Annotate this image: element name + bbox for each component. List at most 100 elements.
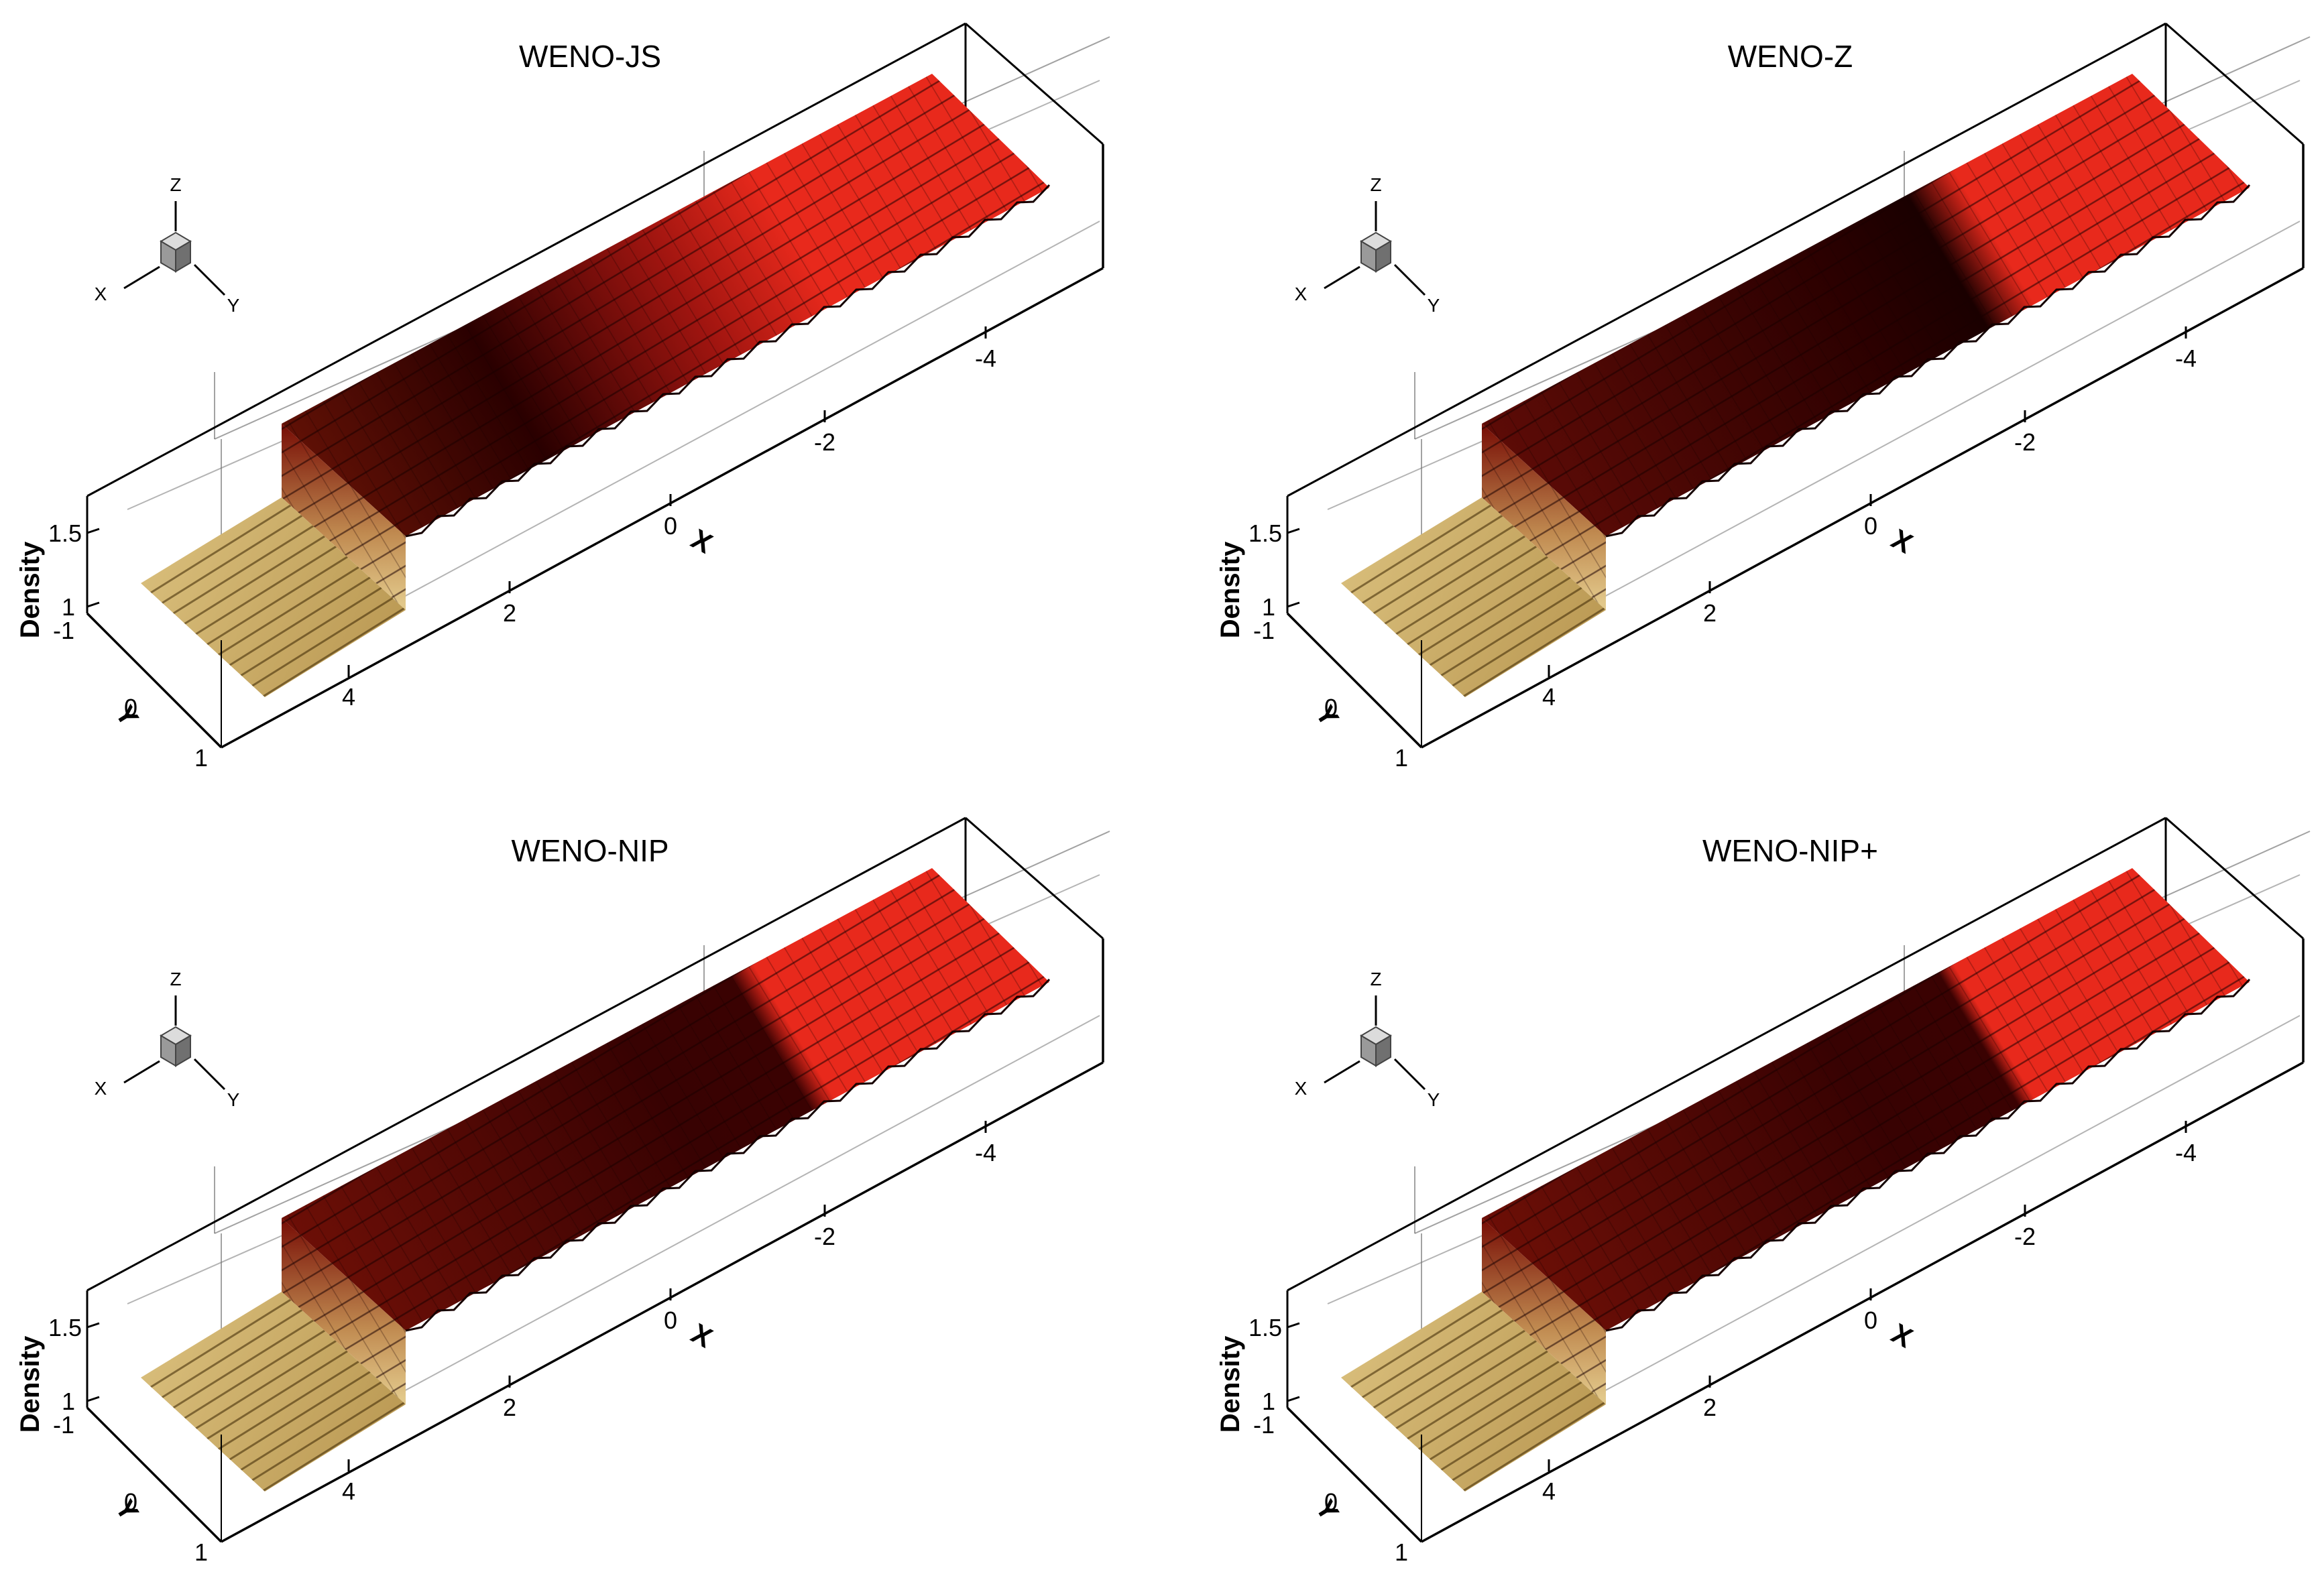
y-tick-label: 0 — [1324, 694, 1338, 721]
x-tick-label: 4 — [342, 683, 355, 711]
z-axis-label: Density — [15, 541, 45, 638]
triad-cube-right — [1375, 240, 1391, 273]
panel-title: WENO-JS — [519, 39, 661, 74]
x-tick-label: 4 — [342, 1477, 355, 1505]
z-tick — [86, 528, 100, 534]
low-density-mesh — [1341, 1292, 1606, 1492]
z-tick — [86, 1396, 100, 1402]
x-tick-label: -4 — [975, 345, 996, 372]
z-tick — [1287, 1396, 1300, 1402]
y-tick-label: 1 — [1395, 744, 1408, 772]
low-density-mesh — [1341, 497, 1606, 697]
z-tick — [1287, 1322, 1300, 1329]
box-edge — [221, 1061, 1104, 1543]
triad-cube-right — [1375, 1034, 1391, 1067]
triad-y-label: Y — [1428, 295, 1440, 316]
low-density-mesh — [141, 497, 406, 697]
panel-title: WENO-NIP+ — [1702, 833, 1878, 868]
triad-x-axis — [1324, 265, 1360, 290]
x-tick-label: 2 — [503, 1394, 516, 1421]
panel-title: WENO-NIP — [511, 833, 669, 868]
y-axis-label: Y — [109, 1495, 144, 1526]
box-edge — [1421, 267, 2304, 749]
z-tick — [86, 1322, 100, 1329]
orientation-triad: Z X Y — [1295, 174, 1440, 316]
box-edge — [965, 22, 1104, 145]
low-density-mesh — [141, 1292, 406, 1492]
panel-title: WENO-Z — [1728, 39, 1853, 74]
plateau-front-edge — [405, 978, 1051, 1332]
shock-wall-mesh — [282, 1218, 406, 1404]
orientation-triad: ZXY — [1295, 969, 1440, 1110]
plateau-mesh — [1482, 868, 2250, 1331]
y-tick-label: -1 — [53, 617, 74, 644]
x-axis-label: X — [686, 523, 717, 560]
x-tick-label: -2 — [814, 1223, 835, 1250]
y-axis-label: Y — [1310, 701, 1344, 731]
box-edge — [86, 816, 966, 1292]
y-tick-label: 0 — [124, 694, 137, 721]
x-tick-label: 2 — [503, 599, 516, 627]
y-tick-label: 0 — [1324, 1488, 1338, 1516]
x-tick-label: 2 — [1703, 599, 1717, 627]
triad-y-axis — [193, 1058, 226, 1091]
grid-line — [1585, 221, 2301, 607]
y-tick-label: 1 — [194, 1538, 208, 1566]
x-tick-label: 0 — [664, 1306, 677, 1334]
triad-y-axis — [193, 263, 226, 296]
triad-x-axis — [1324, 1060, 1360, 1084]
z-tick-label: 1.5 — [1248, 1314, 1282, 1341]
triad-y-axis — [1393, 263, 1426, 296]
z-tick-label: 1 — [62, 593, 75, 621]
x-axis-label: X — [1886, 1317, 1918, 1354]
triad-z-label: Z — [1370, 969, 1381, 989]
triad-z-label: Z — [170, 174, 181, 195]
orientation-triad: Z X Y — [95, 969, 240, 1110]
plateau-front-edge — [405, 184, 1051, 538]
triad-x-axis — [123, 1060, 160, 1084]
orientation-triad: ZXY — [95, 174, 240, 316]
plateau-mesh — [282, 74, 1049, 536]
y-tick-label: -1 — [1253, 617, 1275, 644]
x-tick-label: 0 — [1864, 1306, 1877, 1334]
plateau-mesh — [1482, 74, 2250, 536]
x-tick-label: 0 — [664, 512, 677, 540]
grid-line — [1585, 1015, 2301, 1402]
x-axis-label: X — [686, 1317, 717, 1354]
shock-wall-mesh — [282, 424, 406, 610]
y-tick-label: 0 — [124, 1488, 137, 1516]
triad-x-label: X — [1295, 284, 1308, 304]
x-tick-label: -4 — [2175, 345, 2197, 372]
triad-cube-right — [175, 240, 191, 273]
x-tick-label: 4 — [1542, 1477, 1556, 1505]
box-edge — [1286, 612, 1423, 749]
y-tick-label: 1 — [1395, 1538, 1408, 1566]
x-tick-label: 4 — [1542, 683, 1556, 711]
grid-line — [385, 1015, 1100, 1402]
y-tick-label: -1 — [53, 1411, 74, 1439]
triad-x-label: X — [95, 1078, 107, 1099]
triad-z-label: Z — [170, 969, 181, 989]
triad-z-label: Z — [1370, 174, 1381, 195]
density-surface — [141, 868, 1051, 1492]
shock-wall-mesh — [1482, 1218, 1606, 1404]
x-tick-label: -2 — [814, 428, 835, 456]
box-edge — [1287, 22, 2166, 497]
triad-y-axis — [1393, 1058, 1426, 1091]
triad-y-label: Y — [227, 1089, 240, 1110]
triad-x-label: X — [95, 284, 107, 304]
box-edge — [86, 612, 223, 749]
plateau-front-edge — [1605, 978, 2251, 1332]
density-surface — [1341, 74, 2251, 697]
box-edge — [2165, 816, 2304, 940]
box-edge — [221, 267, 1104, 749]
z-tick — [86, 601, 100, 608]
z-axis-label: Density — [1216, 1335, 1245, 1433]
x-axis-label: X — [1886, 523, 1918, 560]
x-tick-label: -4 — [2175, 1139, 2197, 1166]
